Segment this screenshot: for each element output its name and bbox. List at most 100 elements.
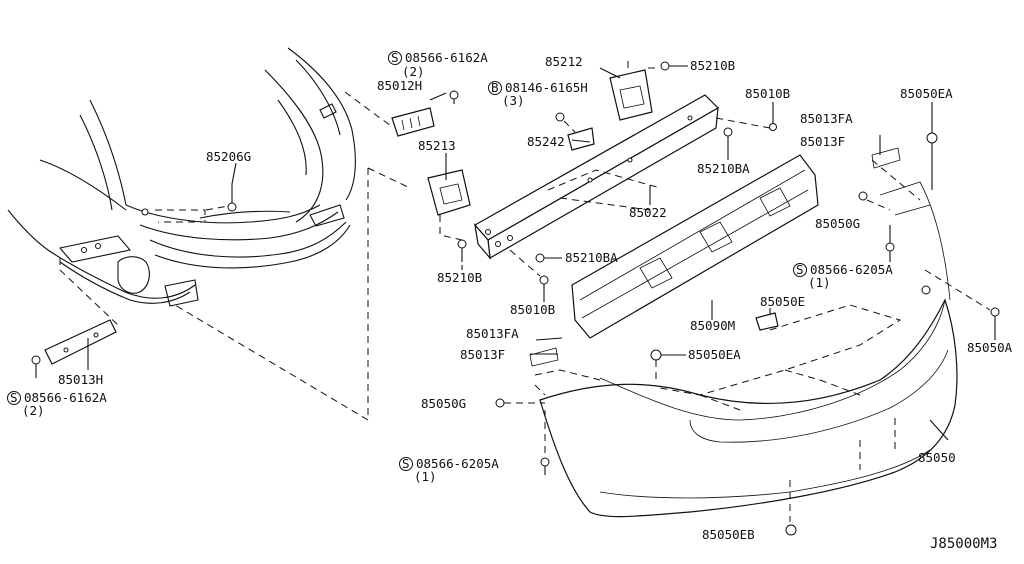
label-85010b-top: 85010B: [745, 86, 790, 101]
callout-line: [509, 249, 541, 277]
leader-line: [599, 67, 621, 79]
label-85013f-mid: 85013F: [460, 347, 505, 362]
bolt-icon: [769, 123, 777, 131]
callout-line: [344, 91, 391, 126]
clip-85206g-icon: [227, 202, 237, 212]
label-08566-6205a-right: 08566-6205A: [810, 262, 893, 277]
qty-08146-6165h: (3): [502, 93, 525, 108]
label-85213: 85213: [418, 138, 456, 153]
label-85013fa-mid: 85013FA: [466, 326, 519, 341]
clip-icon: [449, 90, 459, 100]
leader-line: [429, 92, 447, 101]
callout-line: [715, 117, 771, 129]
label-85010b-mid: 85010B: [510, 302, 555, 317]
s-badge-icon: [7, 391, 21, 405]
label-85242: 85242: [527, 134, 565, 149]
diagram-code: J85000M3: [930, 536, 997, 552]
clip-icon: [495, 398, 505, 408]
label-08566-6205a-bottom: 08566-6205A: [416, 456, 499, 471]
part-85013h-bracket: [44, 319, 117, 370]
callout-line: [367, 167, 411, 189]
callout-line: [155, 209, 206, 223]
label-85013fa-top: 85013FA: [800, 111, 853, 126]
badge-letter: S: [402, 456, 410, 471]
label-85022: 85022: [629, 205, 667, 220]
label-85013f-top: 85013F: [800, 134, 845, 149]
qty-08566-6162a-top: (2): [402, 64, 425, 79]
label-85050g-right: 85050G: [815, 216, 860, 231]
callout-line: [871, 159, 921, 201]
badge-letter: S: [391, 50, 399, 65]
part-label-group: S 08566-6162A (2) 85012H 85206G 85013H S…: [7, 50, 1013, 552]
label-85210ba-right: 85210BA: [697, 161, 750, 176]
label-85050a: 85050A: [967, 340, 1013, 355]
callout-line: [563, 120, 576, 133]
callout-line: [439, 215, 463, 241]
leader-line: [929, 419, 949, 441]
callout-line: [924, 269, 991, 311]
badge-letter: S: [10, 390, 18, 405]
label-85050: 85050: [918, 450, 956, 465]
qty-08566-6205a-right: (1): [808, 275, 831, 290]
callout-line: [534, 369, 601, 396]
part-85090m-absorber: [571, 154, 819, 339]
label-85210ba-mid: 85210BA: [565, 250, 618, 265]
callout-line: [59, 258, 119, 326]
badge-letter: B: [491, 80, 499, 95]
label-85050g-left: 85050G: [421, 396, 466, 411]
callout-line: [627, 60, 660, 69]
nut-icon: [723, 127, 733, 137]
screw-icon: [31, 355, 41, 365]
part-85242-clip: [567, 127, 595, 151]
nut-icon: [457, 239, 467, 249]
seal-85013f-icon: [529, 347, 559, 367]
qty-08566-6162a-left: (2): [22, 403, 45, 418]
s-badge-icon: [399, 457, 413, 471]
bolt-icon: [539, 275, 549, 285]
part-85213-bracket: [427, 153, 471, 216]
callout-line: [789, 418, 896, 522]
vehicle-rear-body: [7, 47, 356, 307]
label-85206g: 85206G: [206, 149, 251, 164]
badge-letter: S: [796, 262, 804, 277]
label-08566-6162a-top: 08566-6162A: [405, 50, 488, 65]
clip-icon: [858, 191, 868, 201]
part-85022-reinforcement: [474, 94, 719, 260]
part-85212-bracket: [609, 69, 653, 121]
nut-icon: [535, 253, 545, 263]
screw-icon: [885, 242, 895, 252]
label-08146-6165h: 08146-6165H: [505, 80, 588, 95]
b-badge-icon: [488, 81, 502, 95]
label-85090m: 85090M: [690, 318, 735, 333]
label-08566-6162a-left: 08566-6162A: [24, 390, 107, 405]
label-85210b-left: 85210B: [437, 270, 482, 285]
clip-icon: [650, 349, 662, 361]
label-85013h: 85013H: [58, 372, 103, 387]
s-badge-icon: [388, 51, 402, 65]
label-85012h: 85012H: [377, 78, 422, 93]
callout-line: [866, 199, 891, 211]
part-85012h-bracket: [391, 107, 435, 137]
callout-line: [205, 205, 229, 211]
seal-85013fa-icon: [871, 147, 901, 169]
bolt-icon: [555, 112, 565, 122]
screw-icon: [540, 457, 550, 467]
clip-icon: [785, 524, 797, 536]
leader-line: [231, 162, 237, 185]
label-85210b-top: 85210B: [690, 58, 735, 73]
leader-line: [535, 337, 563, 341]
label-85050ea-mid: 85050EA: [688, 347, 741, 362]
part-85050e-clip: [755, 312, 779, 331]
callout-line: [547, 169, 661, 211]
screw-icon: [990, 307, 1000, 317]
clip-icon: [926, 132, 938, 144]
label-85212: 85212: [545, 54, 583, 69]
callout-region-line: [174, 168, 369, 421]
nut-icon: [660, 61, 670, 71]
label-85050eb: 85050EB: [702, 527, 755, 542]
s-badge-icon: [793, 263, 807, 277]
label-85050e: 85050E: [760, 294, 805, 309]
label-85050ea-top: 85050EA: [900, 86, 953, 101]
